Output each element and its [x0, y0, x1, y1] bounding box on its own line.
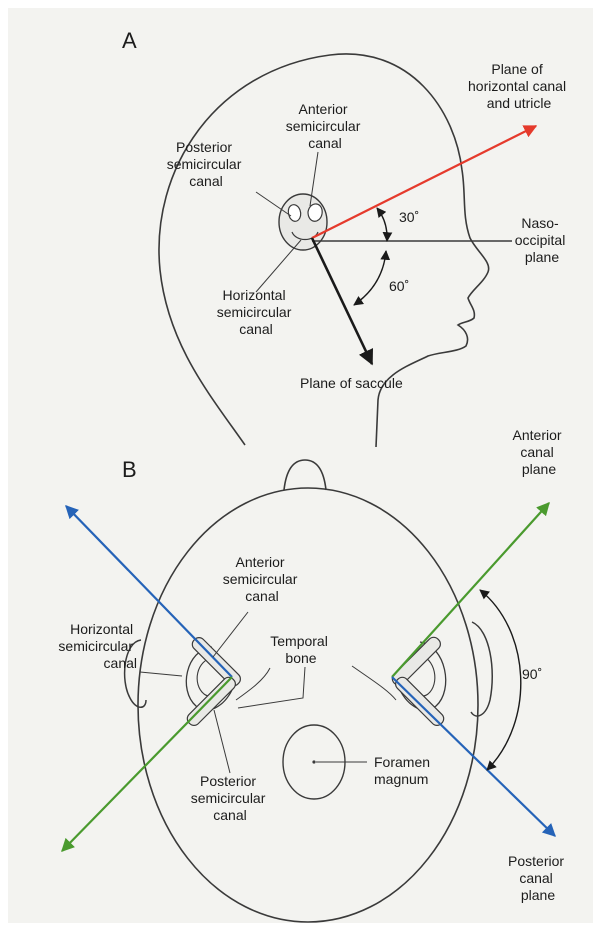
- inner-ear-left: [185, 635, 243, 728]
- angle-90-arc: [480, 590, 521, 770]
- left-posterior-canal: [185, 675, 238, 728]
- panel-b: B: [58, 427, 568, 922]
- anterior-canal-plane-arrow: [392, 503, 549, 677]
- foramen-center-dot: [312, 760, 315, 763]
- label-naso-occipital: Naso- occipital plane: [515, 215, 569, 265]
- label-angle-60: 60˚: [389, 278, 409, 294]
- horizontal-leader-a: [256, 240, 301, 292]
- anterior-canal-loop: [308, 204, 322, 221]
- label-posterior-a: Posterior semicircular canal: [167, 139, 246, 189]
- panel-b-letter: B: [122, 457, 137, 482]
- anterior-leader-b: [213, 612, 248, 657]
- label-horizontal-a: Horizontal semicircular canal: [217, 287, 296, 337]
- label-posterior-canal-plane: Posterior canal plane: [508, 853, 568, 903]
- label-horizontal-b: Horizontal semicircular canal: [58, 621, 137, 671]
- right-ear-outline: [471, 622, 492, 716]
- posterior-canal-loop: [288, 205, 300, 222]
- angle-60-arc: [354, 251, 386, 305]
- label-angle-30: 30˚: [399, 209, 419, 225]
- posterior-leader-b: [214, 710, 230, 773]
- saccule-plane-arrow: [312, 238, 372, 364]
- utricle-plane-arrow: [312, 126, 536, 238]
- label-posterior-b: Posterior semicircular canal: [191, 773, 270, 823]
- temporal-bone-leader: [238, 667, 305, 708]
- label-temporal-bone: Temporal bone: [270, 633, 331, 666]
- label-angle-90: 90˚: [522, 666, 542, 682]
- panel-a-letter: A: [122, 28, 137, 53]
- label-utricle-plane: Plane of horizontal canal and utricle: [468, 61, 570, 111]
- nose-outline: [284, 460, 326, 490]
- temporal-bone-left: [236, 668, 270, 700]
- temporal-bone-right: [352, 666, 396, 700]
- left-posterior-plane-arrow: [62, 677, 232, 851]
- angle-30-arc: [377, 208, 387, 241]
- label-anterior-a: Anterior semicircular canal: [286, 101, 365, 151]
- label-anterior-b: Anterior semicircular canal: [223, 554, 302, 604]
- label-foramen-magnum: Foramen magnum: [374, 754, 434, 787]
- panel-a: A Anterior: [122, 28, 570, 447]
- label-saccule-plane: Plane of saccule: [300, 375, 403, 391]
- horizontal-leader-b: [140, 672, 182, 676]
- label-anterior-canal-plane: Anterior canal plane: [513, 427, 566, 477]
- right-posterior-canal: [393, 675, 446, 728]
